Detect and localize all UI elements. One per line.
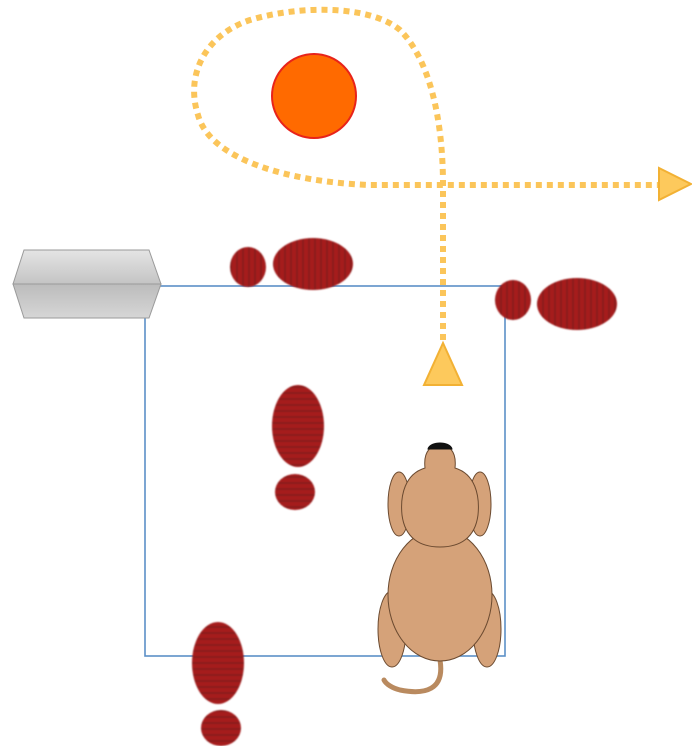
dog-nose: [427, 442, 453, 450]
footprint-top: [230, 238, 353, 290]
arrowhead-up-icon: [422, 340, 464, 386]
dog-top-view: [377, 442, 502, 695]
footprint-middle: [272, 385, 324, 510]
dog-tail: [381, 657, 444, 695]
dotted-path: [191, 6, 660, 340]
sun-circle: [271, 53, 357, 139]
gray-box: [12, 249, 162, 319]
arrowhead-right-icon: [658, 166, 692, 202]
dog-body: [387, 528, 493, 662]
footprint-bottom: [192, 622, 244, 746]
dog-head: [401, 444, 479, 548]
footprint-right: [495, 278, 617, 330]
